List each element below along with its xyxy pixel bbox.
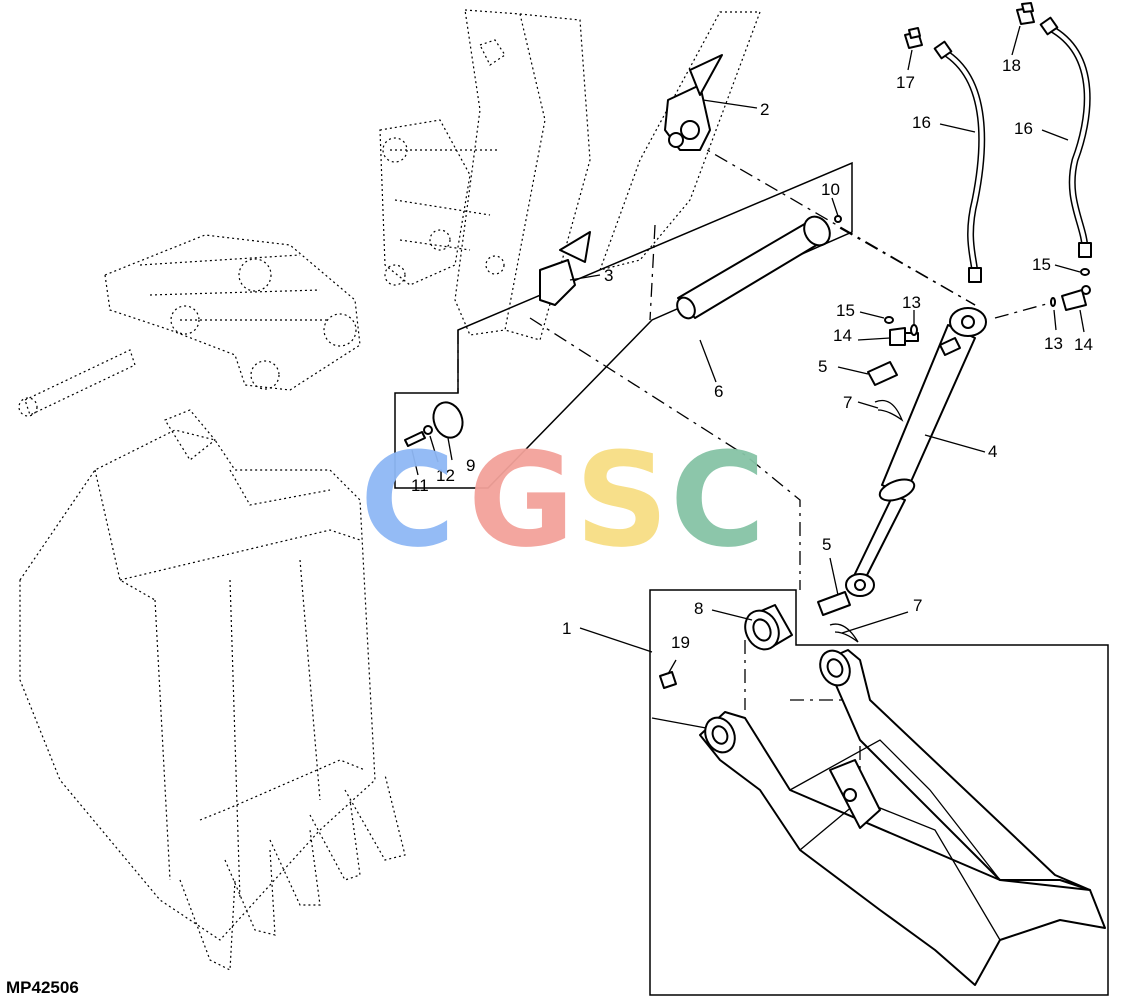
watermark-letter-2: G — [468, 424, 575, 576]
watermark-letter-3: S — [575, 424, 669, 576]
part-9-plate — [432, 401, 464, 439]
callout-9: 9 — [466, 456, 475, 475]
callout-15-left: 15 — [836, 301, 855, 320]
callout-13-left: 13 — [902, 293, 921, 312]
callout-17: 17 — [896, 73, 915, 92]
part-13-oring-left — [910, 324, 918, 336]
callout-5-lower: 5 — [822, 535, 831, 554]
part-14-elbow-right — [1061, 285, 1091, 311]
callout-11: 11 — [411, 476, 429, 495]
part-3-bracket — [539, 231, 591, 306]
part-17-adapter — [904, 27, 923, 49]
leader-lines — [411, 25, 1085, 729]
callout-18: 18 — [1002, 56, 1021, 75]
callout-2: 2 — [760, 100, 769, 119]
part-16-hose-left — [933, 40, 986, 283]
callout-4: 4 — [988, 442, 997, 461]
callout-labels: 1 2 3 4 5 5 6 7 7 8 9 10 11 12 13 13 14 … — [411, 56, 1093, 652]
part-8-bushing — [744, 604, 793, 651]
callout-5-upper: 5 — [818, 357, 827, 376]
callout-7-upper: 7 — [843, 393, 852, 412]
callout-12: 12 — [436, 466, 455, 485]
part-5-pin-upper — [867, 361, 898, 386]
callout-7-lower: 7 — [913, 596, 922, 615]
part-7-clip-lower — [829, 623, 859, 643]
part-19-fitting — [659, 671, 677, 689]
callout-16-right: 16 — [1014, 119, 1033, 138]
part-4-cylinder — [845, 307, 987, 597]
ghost-bucket — [19, 409, 406, 971]
callout-16-left: 16 — [912, 113, 931, 132]
callout-3: 3 — [604, 266, 613, 285]
part-10-plug — [834, 215, 842, 223]
watermark-letter-1: C — [360, 424, 455, 576]
part-5-pin-lower — [817, 591, 851, 616]
callout-15-right: 15 — [1032, 255, 1051, 274]
callout-19: 19 — [671, 633, 690, 652]
ghost-boom-arm — [379, 9, 761, 341]
watermark-letter-4: C — [670, 424, 765, 576]
part-7-clip-upper — [874, 399, 904, 422]
callout-14-left: 14 — [833, 326, 852, 345]
part-18-adapter — [1016, 2, 1035, 25]
part-6-pin — [676, 215, 831, 320]
callout-6: 6 — [714, 382, 723, 401]
part-15-oring-right — [1080, 268, 1090, 276]
callout-14-right: 14 — [1074, 335, 1093, 354]
part-15-oring-left — [884, 316, 894, 324]
detail-frame-stick — [649, 589, 1109, 996]
callout-13-right: 13 — [1044, 334, 1063, 353]
ghost-bucket-teeth — [179, 759, 406, 971]
callout-1: 1 — [562, 619, 571, 638]
part-12-washer — [423, 425, 433, 435]
ghost-coupler — [18, 234, 361, 417]
part-11-bolt — [404, 431, 426, 447]
part-2-bracket — [664, 54, 723, 151]
watermark: C G S C — [360, 424, 765, 576]
figure-id: MP42506 — [6, 978, 79, 997]
part-16-hose-right — [1039, 16, 1092, 258]
callout-10: 10 — [821, 180, 840, 199]
assembly-lines — [457, 139, 1051, 770]
part-13-oring-right — [1050, 297, 1056, 307]
callout-8: 8 — [694, 599, 703, 618]
part-1-stick — [699, 649, 1106, 986]
part-14-elbow-left — [889, 327, 919, 346]
